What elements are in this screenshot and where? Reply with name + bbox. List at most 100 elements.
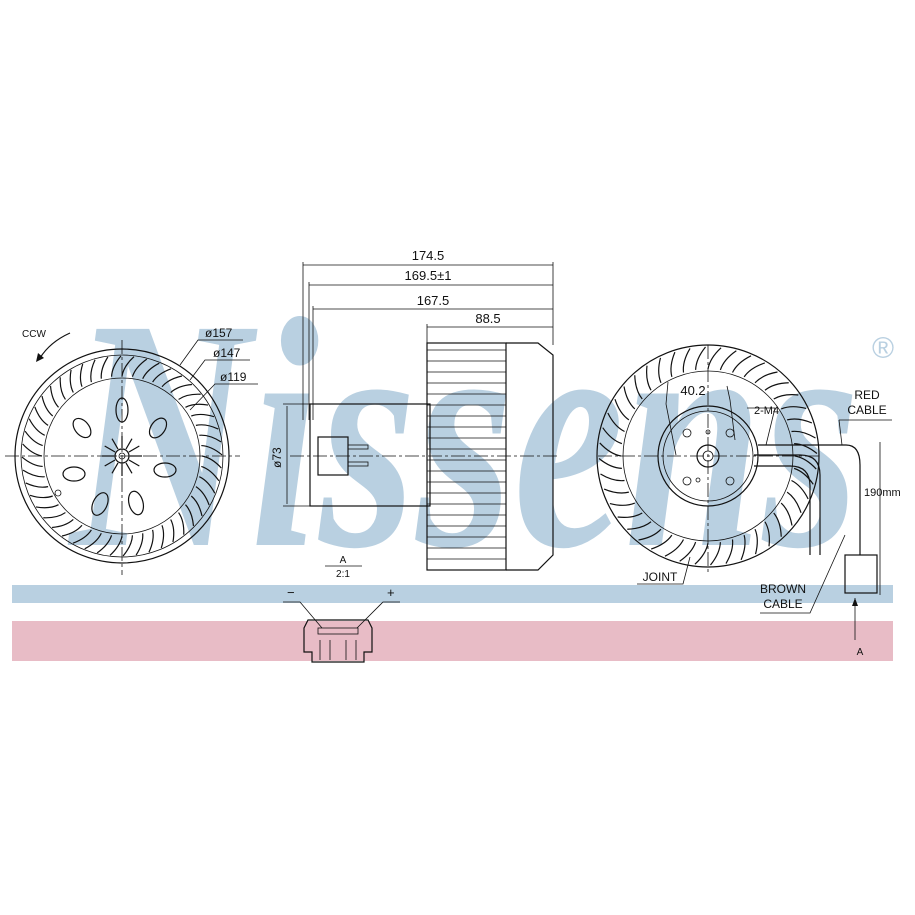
fan-blade	[598, 458, 622, 469]
fan-blade	[43, 512, 66, 519]
fan-blade	[24, 430, 43, 447]
red-cable-label-2: CABLE	[847, 403, 886, 417]
fan-blade	[638, 528, 662, 541]
fan-blade	[754, 371, 778, 384]
fan-blade	[602, 427, 623, 445]
fan-blade	[69, 369, 74, 393]
fan-blade	[599, 442, 622, 457]
hub-spoke	[111, 438, 119, 450]
diameter-147-label: ø147	[213, 346, 241, 360]
fan-blade	[764, 382, 789, 391]
fan-blade	[719, 350, 737, 371]
fan-blade	[191, 413, 215, 418]
fan-blade	[650, 534, 673, 550]
fan-blade	[148, 529, 154, 553]
rotation-label: CCW	[22, 329, 46, 340]
fan-blade	[178, 393, 201, 400]
fan-blade	[679, 541, 697, 562]
fan-blade	[90, 359, 96, 383]
fan-blade	[791, 430, 816, 439]
fan-blade	[41, 395, 54, 417]
cable-length-label: 190mm	[864, 487, 901, 499]
fan-blade	[29, 494, 53, 499]
fan-blade	[764, 521, 770, 547]
plus-terminal: +	[387, 585, 395, 600]
diameter-73-label: ø73	[270, 447, 284, 468]
fan-blade	[603, 488, 630, 494]
fan-blade	[110, 355, 122, 377]
fan-blade	[160, 525, 165, 549]
fan-blade	[59, 377, 66, 400]
fan-blade	[84, 533, 102, 550]
fan-blade	[201, 465, 220, 482]
fan-blade	[694, 542, 709, 565]
fan-blade	[627, 521, 652, 530]
fan-blade	[710, 542, 721, 566]
connector-detail	[283, 601, 400, 663]
fan-blade	[72, 529, 92, 544]
fan-blade	[22, 443, 43, 457]
fan-blade	[780, 502, 793, 526]
fan-blade	[794, 443, 818, 454]
fan-blade	[780, 406, 807, 410]
fan-blade	[731, 355, 752, 373]
fan-blade	[96, 535, 113, 554]
watermark-logo: Nissens	[66, 252, 860, 617]
fan-blade	[34, 406, 49, 426]
fan-blade	[725, 539, 734, 564]
fan-blade	[623, 386, 636, 410]
fan-blade	[609, 502, 636, 506]
fan-blade	[634, 375, 643, 400]
fan-blade	[743, 362, 766, 378]
fan-blade	[49, 386, 59, 408]
fan-blade	[61, 524, 83, 537]
dimension-167-5: 167.5	[417, 293, 450, 308]
fan-blade	[25, 482, 49, 488]
fan-blade	[201, 444, 223, 456]
fan-blade	[135, 533, 144, 556]
fan-blade	[109, 535, 123, 556]
fan-blade	[793, 467, 814, 485]
fan-blade	[195, 424, 219, 430]
fan-blade	[152, 368, 172, 383]
fan-blade	[122, 535, 134, 557]
fan-blade	[682, 348, 691, 373]
rear-view	[596, 344, 892, 640]
fan-blade	[617, 512, 643, 518]
hub-spoke	[128, 459, 140, 467]
view-marker-a: A	[857, 647, 864, 658]
detail-label: A	[340, 555, 347, 566]
blue-band	[12, 585, 893, 603]
fan-blade	[178, 512, 185, 535]
fan-blade	[614, 398, 630, 421]
fan-blade	[786, 418, 813, 424]
minus-terminal: −	[287, 585, 295, 600]
fan-blade	[773, 394, 799, 400]
fan-blade	[185, 504, 195, 526]
fan-blade	[190, 495, 203, 517]
fan-blade	[199, 434, 222, 443]
front-view	[5, 332, 240, 575]
fan-blade	[170, 519, 175, 543]
dimension-88-5: 88.5	[475, 311, 500, 326]
hub-spoke	[125, 438, 133, 450]
fan-blade	[21, 456, 43, 468]
fan-blade	[121, 356, 135, 377]
fan-blade	[664, 539, 685, 557]
fan-blade	[794, 455, 817, 470]
fan-blade	[79, 363, 84, 387]
fan-blade	[100, 356, 109, 379]
side-view	[283, 262, 560, 571]
fan-blade	[600, 473, 625, 482]
joint-label: JOINT	[643, 570, 678, 584]
fan-blade	[201, 455, 222, 469]
fan-blade	[35, 504, 59, 509]
diameter-119-label: ø119	[220, 370, 247, 384]
diameter-157-label: ø157	[205, 326, 233, 340]
fan-blade	[646, 365, 652, 391]
screws-label: 2-M4	[754, 405, 779, 417]
hub-spoke	[104, 445, 116, 453]
pink-band	[12, 621, 893, 661]
